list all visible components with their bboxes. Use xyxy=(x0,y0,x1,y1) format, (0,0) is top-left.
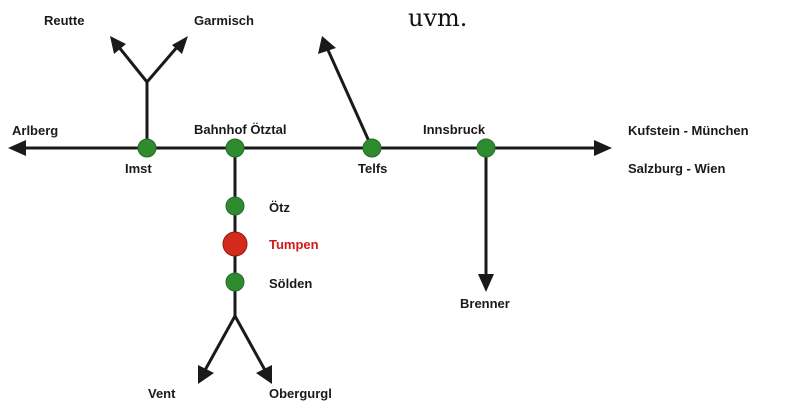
station-telfs-dot xyxy=(362,138,382,158)
label-oetz: Ötz xyxy=(269,200,290,215)
branch-garmisch xyxy=(145,44,180,84)
branch-obergurgl xyxy=(233,314,268,374)
arrow-west-icon xyxy=(8,140,26,156)
label-garmisch: Garmisch xyxy=(194,13,254,28)
label-kufstein-muenchen: Kufstein - München xyxy=(628,123,749,138)
label-imst: Imst xyxy=(125,161,152,176)
branch-vent xyxy=(202,314,237,374)
branch-reutte xyxy=(116,44,149,84)
label-innsbruck: Innsbruck xyxy=(423,122,486,137)
arrow-vent-icon xyxy=(198,365,214,384)
note-text: uvm. xyxy=(408,4,467,32)
label-brenner: Brenner xyxy=(460,296,510,311)
station-imst-dot xyxy=(137,138,157,158)
label-reutte: Reutte xyxy=(44,13,84,28)
label-telfs: Telfs xyxy=(358,161,387,176)
arrow-east-icon xyxy=(594,140,612,156)
label-bahnhof-oetztal: Bahnhof Ötztal xyxy=(194,122,286,137)
label-obergurgl: Obergurgl xyxy=(269,386,332,401)
label-salzburg-wien: Salzburg - Wien xyxy=(628,161,725,176)
label-vent: Vent xyxy=(148,386,176,401)
station-soelden-dot xyxy=(225,272,245,292)
arrow-garmisch-icon xyxy=(172,36,188,54)
branch-telfs xyxy=(326,48,374,150)
label-arlberg: Arlberg xyxy=(12,123,58,138)
arrow-obergurgl-icon xyxy=(256,365,272,384)
label-tumpen: Tumpen xyxy=(269,237,319,252)
station-innsbruck-dot xyxy=(476,138,496,158)
arrow-reutte-icon xyxy=(110,36,126,54)
arrow-telfs-icon xyxy=(318,36,336,54)
station-tumpen-dot xyxy=(222,231,248,257)
arrow-brenner-icon xyxy=(478,274,494,292)
station-oetz-dot xyxy=(225,196,245,216)
station-bahnhof-oetztal-dot xyxy=(225,138,245,158)
label-soelden: Sölden xyxy=(269,276,312,291)
